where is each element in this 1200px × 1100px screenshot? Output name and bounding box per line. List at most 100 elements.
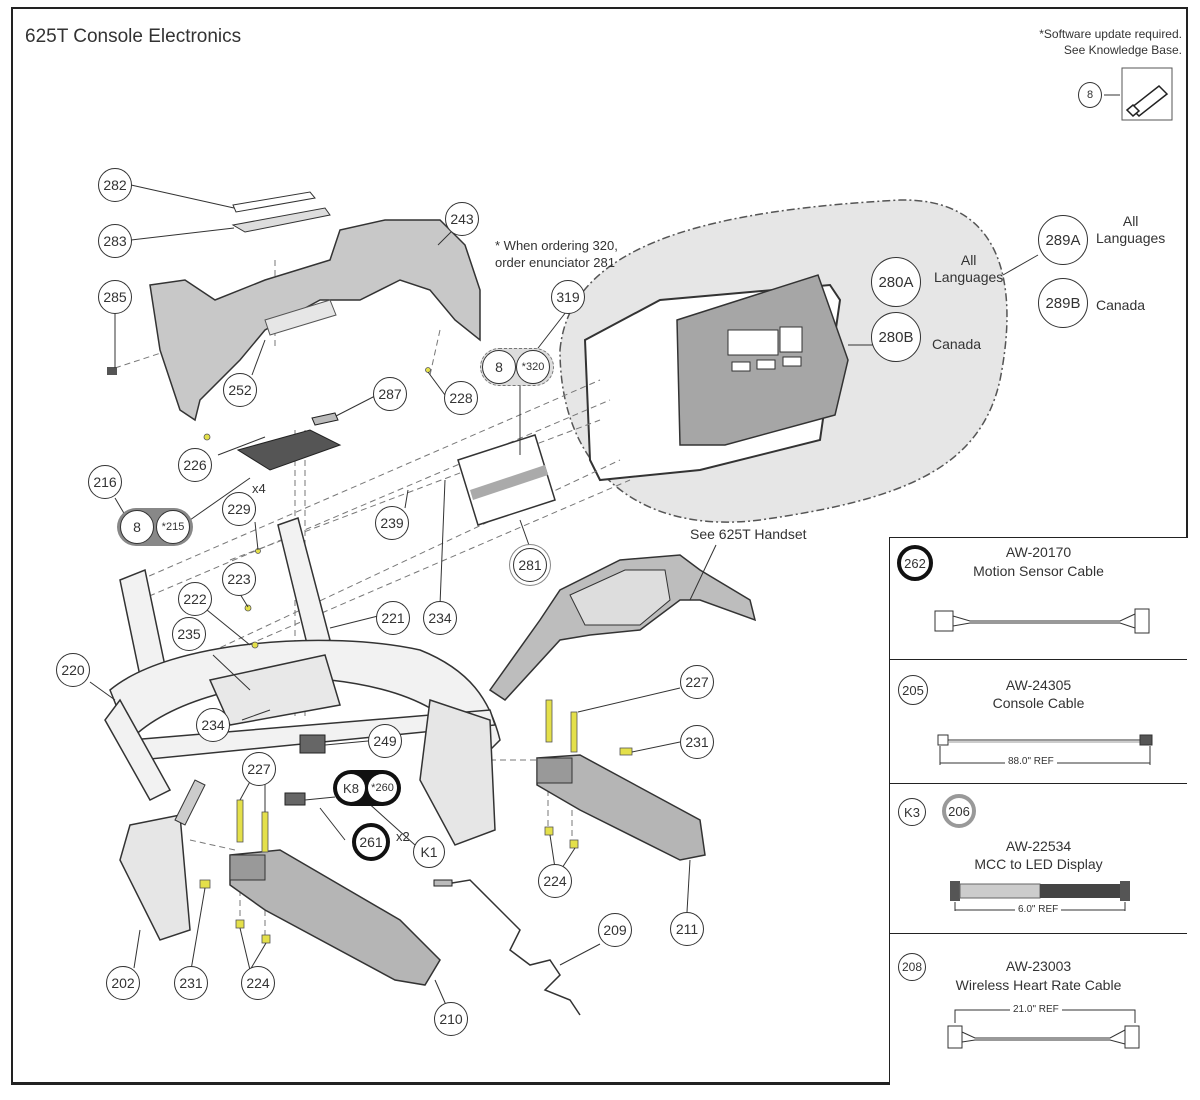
overlay-window bbox=[727, 329, 779, 356]
overlay-key bbox=[782, 356, 802, 367]
callout-283[interactable]: 283 bbox=[98, 224, 132, 258]
cable-ref-length: 88.0" REF bbox=[1005, 756, 1057, 767]
callout-289A[interactable]: 289A bbox=[1038, 215, 1088, 265]
callout-8[interactable]: 8 bbox=[120, 510, 154, 544]
cable-name: MCC to LED Display bbox=[974, 856, 1103, 872]
cable-panel: 262 AW-20170 Motion Sensor Cable 205 AW-… bbox=[889, 537, 1188, 1085]
heart-rate-cable-209 bbox=[439, 879, 581, 1016]
callout-239[interactable]: 239 bbox=[375, 506, 409, 540]
tube-stub bbox=[174, 779, 206, 826]
ordering-note: * When ordering 320, order enunciator 28… bbox=[495, 237, 618, 271]
callout-223[interactable]: 223 bbox=[222, 562, 256, 596]
callout-208[interactable]: 208 bbox=[898, 953, 926, 981]
cable-cell-208: 208 AW-23003 Wireless Heart Rate Cable 2… bbox=[890, 934, 1187, 1086]
callout-K1[interactable]: K1 bbox=[413, 836, 445, 868]
callout-282[interactable]: 282 bbox=[98, 168, 132, 202]
strip-282 bbox=[232, 191, 316, 213]
callout-211[interactable]: 211 bbox=[670, 912, 704, 946]
callout-252[interactable]: 252 bbox=[223, 373, 257, 407]
callout-221[interactable]: 221 bbox=[376, 601, 410, 635]
callout-289B[interactable]: 289B bbox=[1038, 278, 1088, 328]
label-280B: Canada bbox=[932, 336, 982, 352]
callout-285[interactable]: 285 bbox=[98, 280, 132, 314]
cable-name: Console Cable bbox=[992, 695, 1085, 711]
callout-216[interactable]: 216 bbox=[88, 465, 122, 499]
bracket-plate bbox=[419, 698, 496, 846]
callout-205[interactable]: 205 bbox=[898, 675, 928, 705]
callout-243[interactable]: 243 bbox=[445, 202, 479, 236]
handset-screen bbox=[569, 569, 671, 626]
callout-234-lower[interactable]: 234 bbox=[196, 708, 230, 742]
callout-220[interactable]: 220 bbox=[56, 653, 90, 687]
label-280A-line1: All bbox=[960, 252, 977, 268]
software-note: *Software update required. See Knowledge… bbox=[1039, 26, 1182, 58]
overlay-key bbox=[756, 359, 776, 370]
callout-280B[interactable]: 280B bbox=[871, 312, 921, 362]
callout-287[interactable]: 287 bbox=[373, 377, 407, 411]
cable-name: Motion Sensor Cable bbox=[973, 563, 1104, 579]
cable-part-number: AW-24305 bbox=[1005, 677, 1072, 693]
callout-320[interactable]: *320 bbox=[516, 350, 550, 384]
cable-part-number: AW-20170 bbox=[1005, 544, 1072, 560]
callout-K3[interactable]: K3 bbox=[898, 798, 926, 826]
console-frame bbox=[104, 517, 501, 801]
callout-234-upper[interactable]: 234 bbox=[423, 601, 457, 635]
handset bbox=[488, 554, 757, 701]
callout-229[interactable]: 229 bbox=[222, 492, 256, 526]
cable-ref-length: 21.0" REF bbox=[1010, 1004, 1062, 1015]
label-289A-line2: Languages bbox=[1096, 230, 1166, 246]
callout-210[interactable]: 210 bbox=[434, 1002, 468, 1036]
label-289A-line1: All bbox=[1122, 213, 1139, 229]
callout-231-left[interactable]: 231 bbox=[174, 966, 208, 1000]
callout-261[interactable]: 261 bbox=[352, 823, 390, 861]
cable-icon-console bbox=[937, 734, 1153, 765]
callout-319[interactable]: 319 bbox=[551, 280, 585, 314]
qty-x4: x4 bbox=[252, 481, 266, 496]
callout-215[interactable]: *215 bbox=[156, 510, 190, 544]
cable-icon-motion-sensor bbox=[934, 608, 1150, 634]
bracket-202 bbox=[119, 814, 191, 941]
callout-222[interactable]: 222 bbox=[178, 582, 212, 616]
callout-224-right[interactable]: 224 bbox=[538, 864, 572, 898]
callout-209[interactable]: 209 bbox=[598, 913, 632, 947]
callout-202[interactable]: 202 bbox=[106, 966, 140, 1000]
callout-249[interactable]: 249 bbox=[368, 724, 402, 758]
handlebar-210-stub bbox=[229, 854, 266, 881]
callout-231-right[interactable]: 231 bbox=[680, 725, 714, 759]
callout-228[interactable]: 228 bbox=[444, 381, 478, 415]
part-249 bbox=[299, 734, 326, 754]
callout-235[interactable]: 235 bbox=[172, 617, 206, 651]
cable-name: Wireless Heart Rate Cable bbox=[955, 977, 1122, 993]
callout-8-kit-319[interactable]: 8 bbox=[482, 350, 516, 384]
cable-part-number: AW-23003 bbox=[1005, 958, 1072, 974]
overlay-strip-252 bbox=[264, 299, 337, 336]
cable-ref-length: 6.0" REF bbox=[1015, 904, 1062, 915]
callout-K8[interactable]: K8 bbox=[337, 774, 365, 802]
callout-280A[interactable]: 280A bbox=[871, 257, 921, 307]
cable-cell-262: 262 AW-20170 Motion Sensor Cable bbox=[890, 538, 1187, 660]
handlebar-211 bbox=[536, 754, 706, 861]
hardware-fasteners bbox=[199, 367, 633, 944]
label-280A-line2: Languages bbox=[934, 269, 1004, 285]
callout-226[interactable]: 226 bbox=[178, 448, 212, 482]
callout-8-usb[interactable]: 8 bbox=[1078, 82, 1102, 108]
console-shroud-243 bbox=[149, 219, 481, 422]
bracket-287 bbox=[311, 412, 339, 426]
handlebar-210 bbox=[229, 849, 441, 986]
cable-cell-206: K3 206 AW-22534 MCC to LED Display 6.0" … bbox=[890, 784, 1187, 934]
part-285 bbox=[107, 367, 117, 375]
software-note-line1: *Software update required. bbox=[1039, 27, 1182, 41]
cable-cell-205: 205 AW-24305 Console Cable 88.0" REF bbox=[890, 660, 1187, 784]
callout-227-left[interactable]: 227 bbox=[242, 752, 276, 786]
callout-262[interactable]: 262 bbox=[897, 545, 933, 581]
overlay-window bbox=[779, 326, 803, 353]
callout-260[interactable]: *260 bbox=[368, 774, 397, 802]
label-280A: All Languages bbox=[934, 252, 1003, 286]
callout-227-right[interactable]: 227 bbox=[680, 665, 714, 699]
callout-224-left[interactable]: 224 bbox=[241, 966, 275, 1000]
callout-206[interactable]: 206 bbox=[942, 794, 976, 828]
label-289A: All Languages bbox=[1096, 213, 1165, 247]
callout-281[interactable]: 281 bbox=[513, 548, 547, 582]
strip-283 bbox=[231, 207, 331, 233]
software-note-line2: See Knowledge Base. bbox=[1063, 43, 1182, 57]
